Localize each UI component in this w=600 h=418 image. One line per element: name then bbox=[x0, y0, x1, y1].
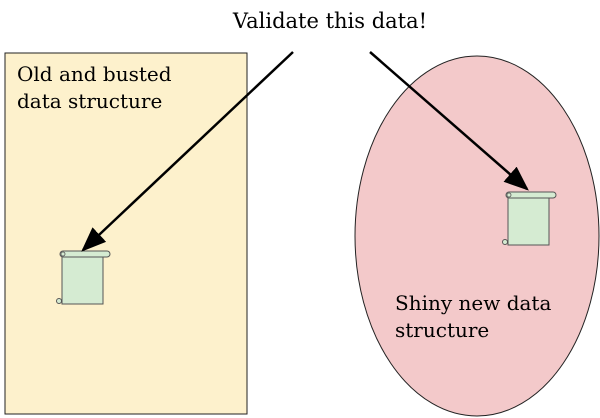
scroll-icon bbox=[56, 250, 111, 305]
arrow-to-old-structure bbox=[81, 51, 294, 252]
arrow-to-new-structure bbox=[369, 51, 529, 191]
scroll-icon bbox=[502, 191, 557, 246]
new-structure-label-line2: structure bbox=[395, 318, 489, 342]
old-structure-label-line2: data structure bbox=[17, 89, 162, 113]
new-structure-ellipse bbox=[354, 55, 600, 417]
caption-text: Validate this data! bbox=[232, 9, 427, 33]
old-structure-box bbox=[4, 52, 248, 415]
old-structure-label-line1: Old and busted bbox=[17, 62, 172, 86]
new-structure-label-line1: Shiny new data bbox=[395, 291, 551, 315]
